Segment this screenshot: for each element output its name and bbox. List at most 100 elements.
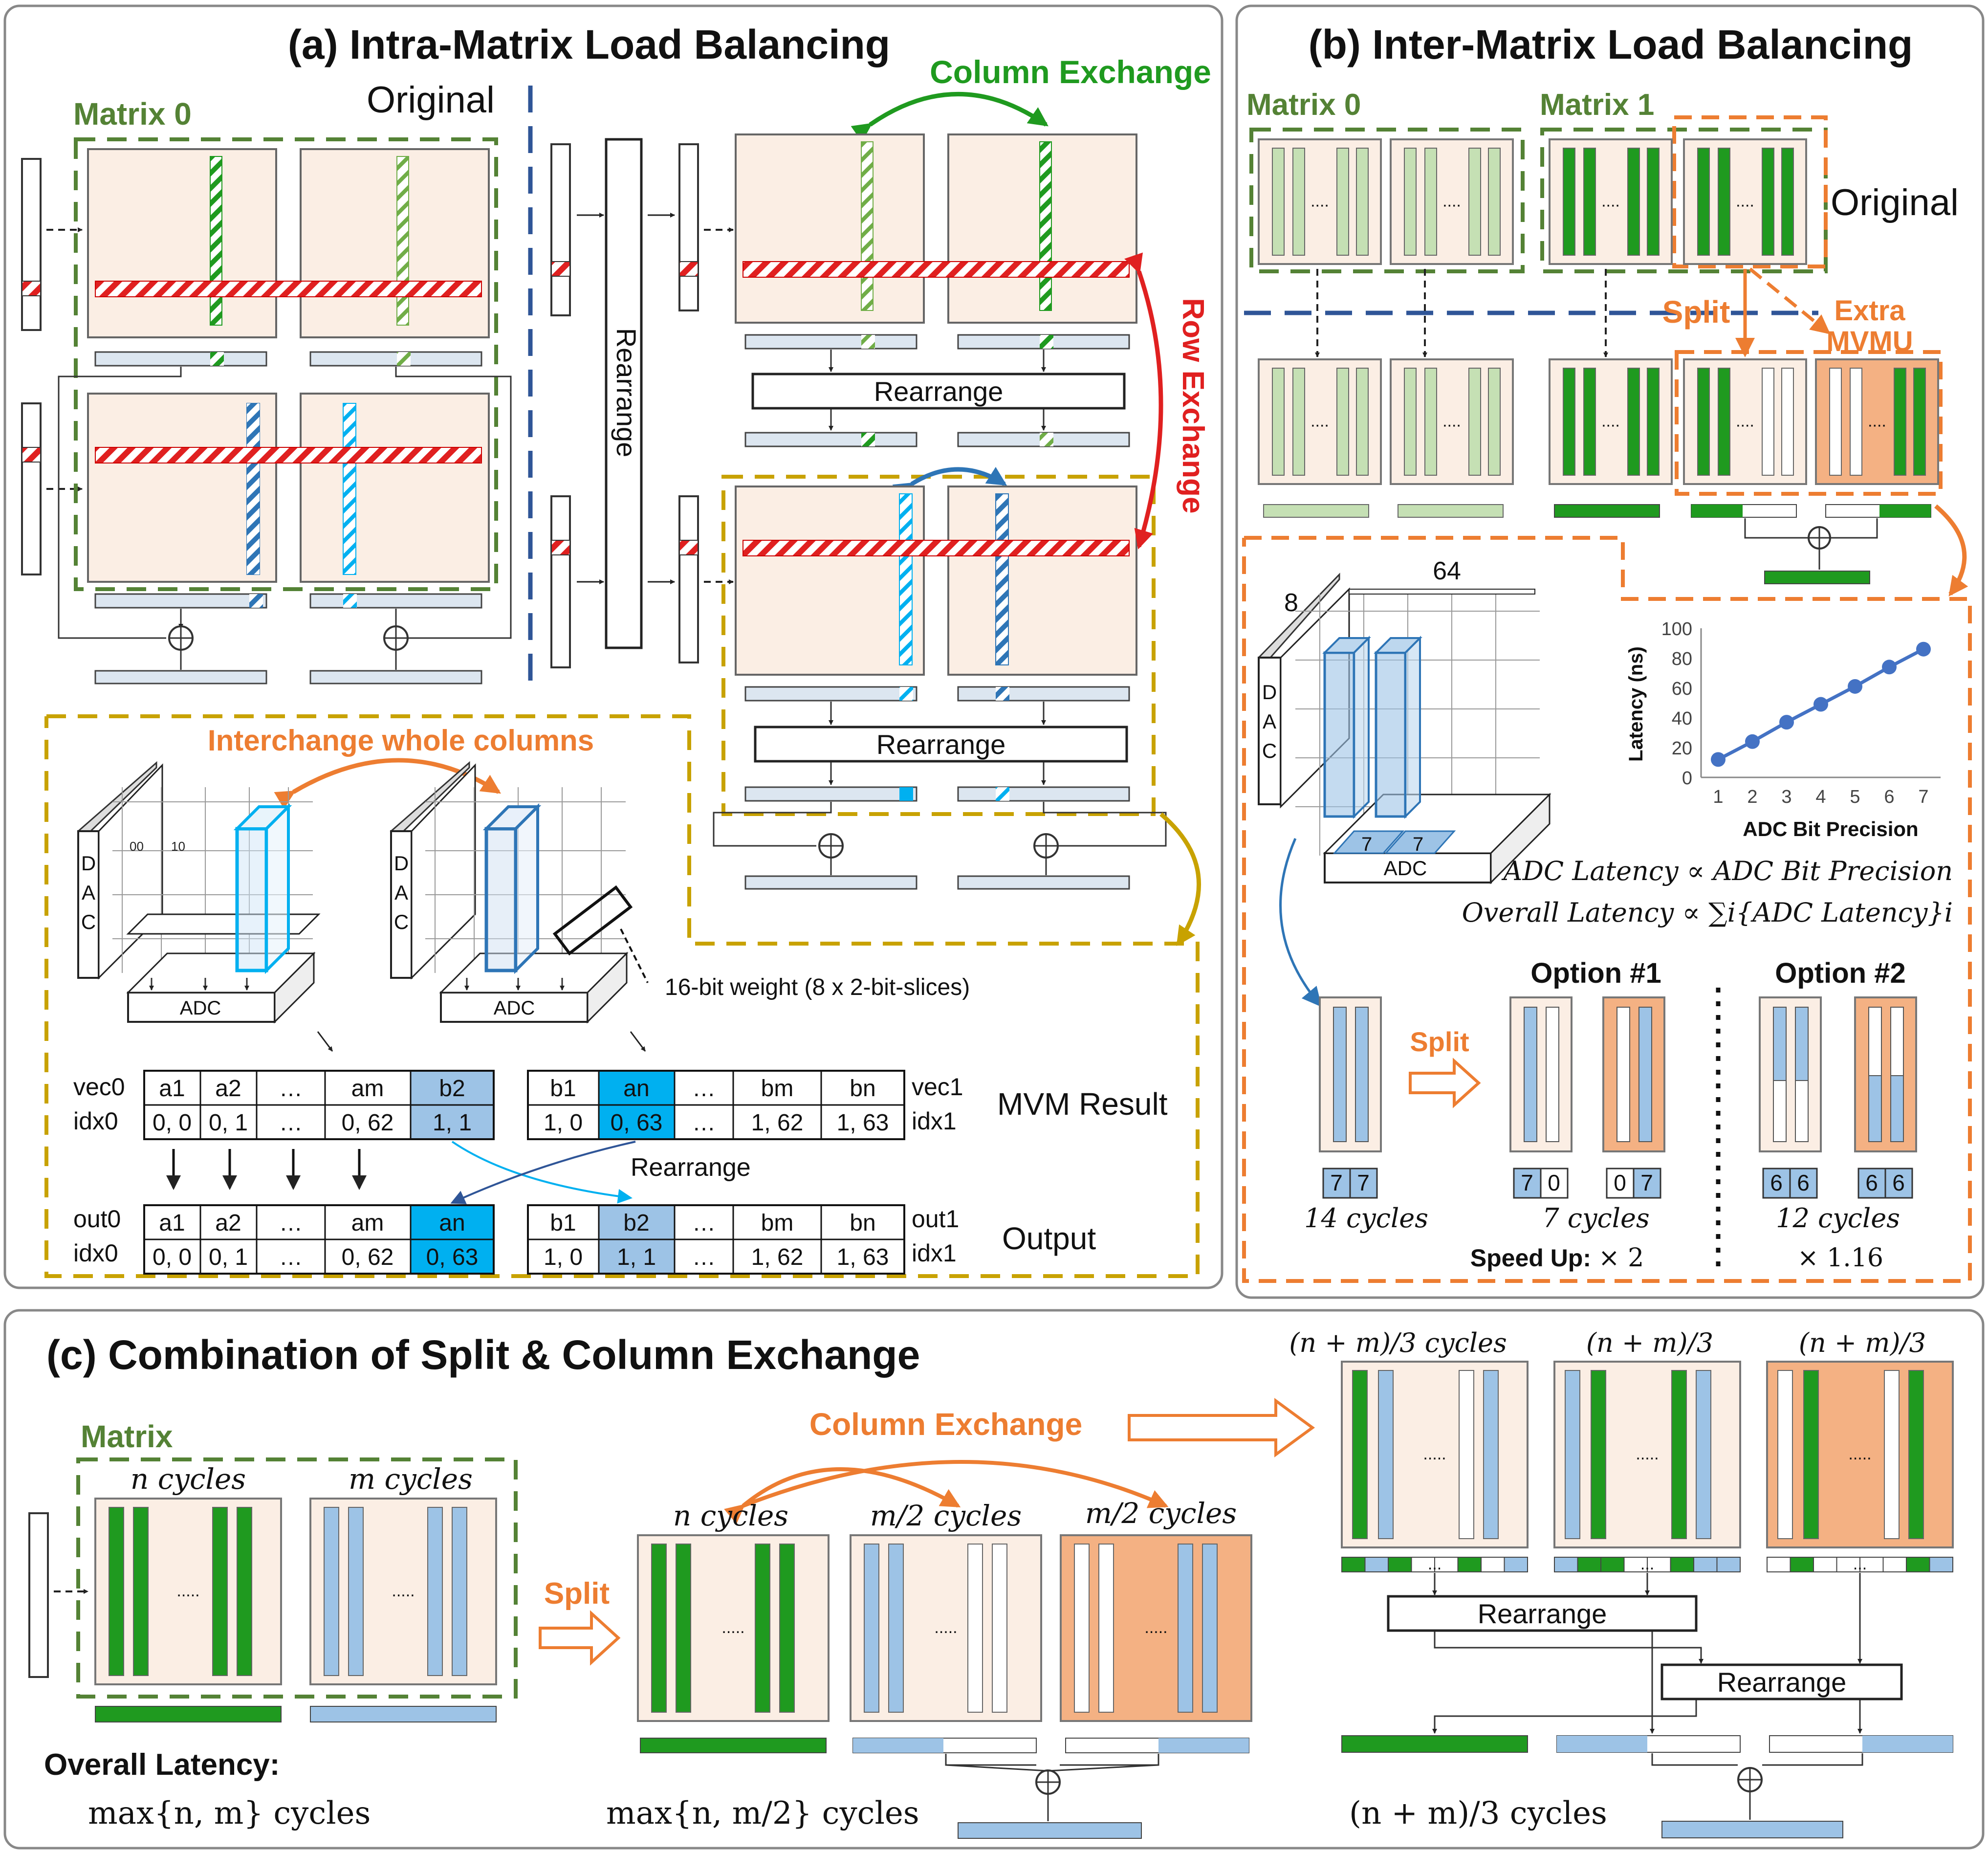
out-bar xyxy=(94,351,267,367)
input-vector xyxy=(678,143,699,311)
svg-text:C: C xyxy=(1262,739,1277,762)
matrix1-label-b: Matrix 1 xyxy=(1540,88,1654,122)
out-bar-hatch xyxy=(210,352,224,366)
input-vector xyxy=(550,143,571,316)
crossbar-original-4 xyxy=(300,393,490,583)
out-bar-hatch xyxy=(861,433,875,446)
row-exchange-arrow xyxy=(1124,252,1163,550)
ellipsis: .... xyxy=(1601,192,1620,211)
input-vector-hatch xyxy=(551,261,570,277)
crossbar-b-split-2: .... xyxy=(1390,358,1514,485)
out-bar xyxy=(957,786,1130,802)
formula-2: Overall Latency ∝ ∑i{ADC Latency}i xyxy=(1462,897,1953,928)
column-exchange-label-c: Column Exchange xyxy=(809,1407,1082,1442)
panel-b-split-crossbars: .................... xyxy=(1258,358,1939,485)
latency-chart: Latency (ns) ADC Bit Precision 020406080… xyxy=(1625,619,1941,840)
out-bar xyxy=(744,686,918,702)
table-cell: a1 xyxy=(159,1210,185,1236)
out-bar-hatch xyxy=(899,687,913,701)
n-cycles-1: n cycles xyxy=(131,1462,246,1496)
crossbar-rearranged-2 xyxy=(947,133,1137,324)
panel-c-frame xyxy=(3,1309,1985,1850)
latency-1: max{n, m} cycles xyxy=(88,1795,371,1832)
ellipsis: ..... xyxy=(721,1618,744,1637)
split-arrow-c xyxy=(539,1610,621,1666)
latency-point xyxy=(1848,679,1862,694)
dim-cols: 64 xyxy=(1433,557,1461,585)
table-cell: bm xyxy=(761,1210,794,1236)
latency-point xyxy=(1779,715,1794,730)
option2-a xyxy=(1759,996,1822,1152)
panel-c-crossbars: ........................................… xyxy=(94,1361,1954,1839)
out-bar xyxy=(744,432,918,447)
crossbar-rearranged-1 xyxy=(735,133,925,324)
crossbar-c-final-3: ..... xyxy=(1766,1361,1954,1548)
rearrange-vertical-label: Rearrange xyxy=(611,328,642,458)
x-tick-label: 4 xyxy=(1815,787,1826,807)
crossbar-c-split-m1: ..... xyxy=(850,1534,1042,1722)
cell-label-00: 00 xyxy=(130,839,144,854)
table-cell: bn xyxy=(850,1210,875,1236)
split-label-b2: Split xyxy=(1410,1026,1469,1057)
rearrange-label-2: Rearrange xyxy=(876,729,1006,760)
crossbar-c-m: ..... xyxy=(309,1498,497,1685)
crossbar-c-n: ..... xyxy=(94,1498,282,1685)
table-vec1: vec1 idx1 xyxy=(527,1070,963,1140)
out-bar-hatch xyxy=(861,335,875,349)
table-cell: … xyxy=(692,1110,716,1136)
option2-label: Option #2 xyxy=(1775,957,1905,989)
split-outline-orange xyxy=(1672,115,1828,268)
option1-a xyxy=(1509,996,1573,1152)
m2-cycles-2: m/2 cycles xyxy=(1085,1497,1237,1530)
table-cell: … xyxy=(279,1210,303,1236)
table-cell: 0, 62 xyxy=(342,1244,394,1270)
input-vector-hatch xyxy=(679,261,699,277)
ellipsis: .... xyxy=(1601,412,1620,431)
out-bar xyxy=(94,593,267,609)
nm3-cycles: (n + m)/3 cycles xyxy=(1289,1327,1507,1358)
ellipsis: ..... xyxy=(1144,1618,1167,1637)
crossbar-b-split-3: .... xyxy=(1549,358,1673,485)
dac-label: C xyxy=(394,910,409,933)
column-exchange-label-a: Column Exchange xyxy=(930,54,1211,90)
table-cell: a2 xyxy=(215,1210,241,1236)
crossbar-c-final-1: ..... xyxy=(1341,1361,1529,1548)
matrix0-outline-a xyxy=(74,137,498,591)
table-cell: 0, 62 xyxy=(342,1110,394,1136)
out-bar-cyan xyxy=(899,787,913,801)
bit-box xyxy=(1513,1168,1542,1199)
crossbar-b-m0-1: .... xyxy=(1258,138,1382,265)
crossbar-3d-left xyxy=(77,761,321,1024)
bar-c xyxy=(95,1706,282,1722)
split-label-b: Split xyxy=(1662,294,1730,330)
table-cell: a2 xyxy=(215,1076,241,1102)
table-cell: b2 xyxy=(439,1076,465,1102)
ellipsis: .... xyxy=(1868,412,1886,431)
panel-a-title: (a) Intra-Matrix Load Balancing xyxy=(288,22,890,67)
rearrange-label-c2: Rearrange xyxy=(1717,1667,1847,1698)
table-cell: … xyxy=(692,1210,716,1236)
crossbar-b-m1-2: .... xyxy=(1683,138,1807,265)
option2-b xyxy=(1854,996,1917,1152)
ellipsis: ..... xyxy=(934,1618,957,1637)
rearrange-block-c1 xyxy=(1387,1595,1698,1632)
overall-latency-label: Overall Latency: xyxy=(44,1748,280,1782)
dac-label: D xyxy=(81,852,96,875)
input-vector-hatch xyxy=(22,281,41,296)
speedup-2: × 1.16 xyxy=(1797,1243,1883,1273)
row-hatch-original-1 xyxy=(95,281,482,297)
table-cell: an xyxy=(623,1076,649,1102)
cycles-14: 14 cycles xyxy=(1304,1203,1428,1234)
svg-text:idx0: idx0 xyxy=(73,1107,118,1135)
table-vec0: vec0 idx0 xyxy=(73,1070,495,1140)
table-out0: out0 idx0 xyxy=(73,1204,495,1275)
panel-b-title: (b) Inter-Matrix Load Balancing xyxy=(1309,22,1913,67)
dac-label: A xyxy=(82,881,95,904)
row-hatch-original-2 xyxy=(95,447,482,464)
table-cell: … xyxy=(279,1110,303,1136)
ellipsis: ..... xyxy=(176,1582,199,1600)
out-bar-hatch xyxy=(996,787,1009,801)
bit-box xyxy=(1789,1168,1818,1199)
x-tick-label: 3 xyxy=(1781,787,1791,807)
swap-arrow-blue xyxy=(892,466,1007,502)
